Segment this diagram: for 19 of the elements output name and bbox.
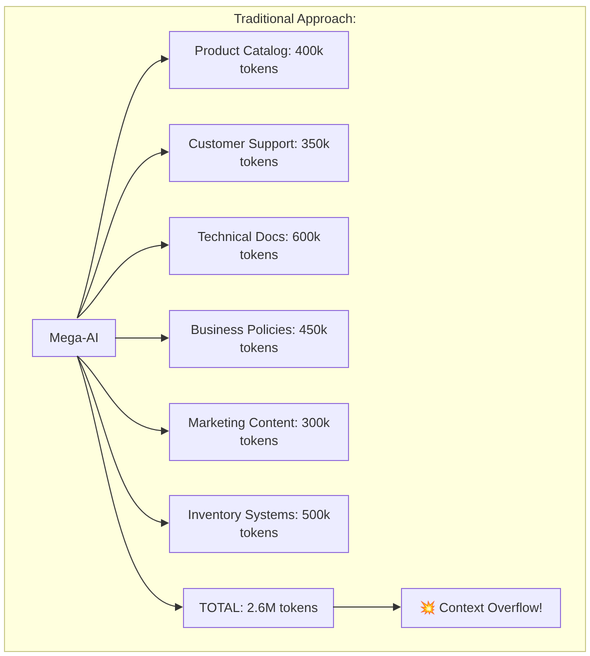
- process-box: Business Policies: 450k tokens: [169, 310, 349, 368]
- arrow: [76, 242, 169, 318]
- process-box: 💥 Context Overflow!: [401, 588, 561, 628]
- process-box: Technical Docs: 600k tokens: [169, 217, 349, 275]
- process-box: Marketing Content: 300k tokens: [169, 403, 349, 461]
- arrow: [114, 334, 169, 342]
- arrow: [76, 356, 169, 434]
- arrow: [76, 149, 169, 318]
- process-box: Product Catalog: 400k tokens: [169, 31, 349, 89]
- arrow: [76, 356, 183, 610]
- process-box: Mega-AI: [32, 319, 116, 357]
- group-box: [4, 6, 586, 652]
- arrow: [76, 356, 169, 526]
- group-title: Traditional Approach:: [232, 10, 358, 28]
- process-box: TOTAL: 2.6M tokens: [183, 588, 334, 628]
- arrow: [332, 603, 401, 611]
- arrow: [76, 57, 169, 318]
- process-box: Customer Support: 350k tokens: [169, 124, 349, 182]
- process-box: Inventory Systems: 500k tokens: [169, 495, 349, 553]
